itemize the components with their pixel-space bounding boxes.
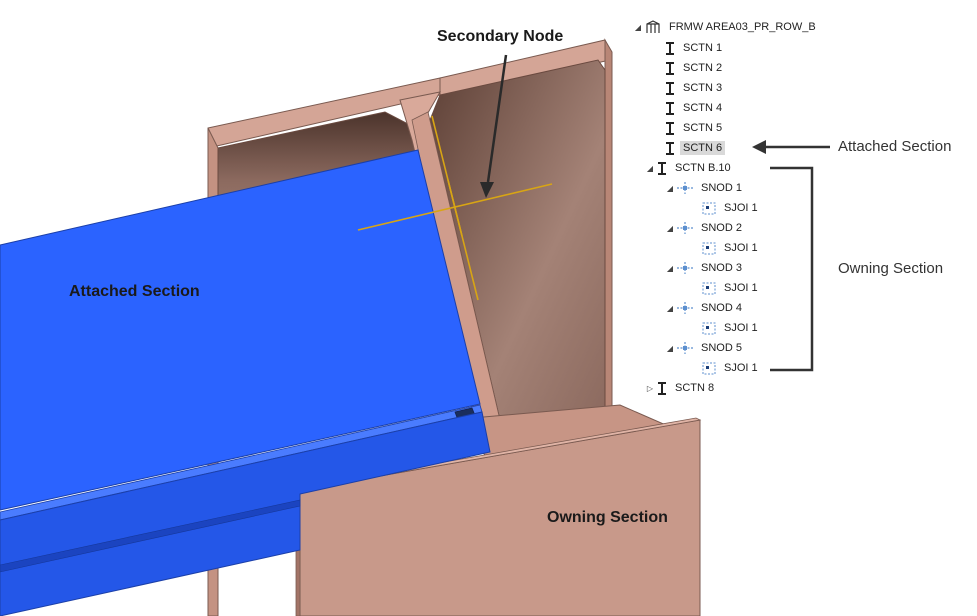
collapse-icon[interactable]: ◢ [666,343,674,353]
tree-root[interactable]: ◢ FRMW AREA03_PR_ROW_B [633,18,819,36]
sjoi-icon [702,282,716,295]
tree-item-owning-sctn-label: SCTN B.10 [675,162,731,174]
tree-item-snod[interactable]: ◢ SNOD 4 [665,299,745,317]
section-icon [665,101,675,115]
tree-item-snod-label: SNOD 2 [701,222,742,234]
tree-item-sctn[interactable]: SCTN 4 [653,99,725,117]
tree-item-sctn[interactable]: SCTN 5 [653,119,725,137]
collapse-icon[interactable]: ◢ [666,183,674,193]
tree-item-snod-label: SNOD 5 [701,342,742,354]
tree-item-sjoi[interactable]: SJOI 1 [690,279,761,297]
section-icon [665,41,675,55]
secondary-node-arrowhead [480,182,494,198]
collapse-icon[interactable]: ◢ [666,223,674,233]
collapse-icon[interactable]: ◢ [646,163,654,173]
attached-section-annotation: Attached Section [838,138,952,155]
section-icon [657,161,667,175]
tree-item-sjoi-label: SJOI 1 [724,322,758,334]
tree-item-snod[interactable]: ◢ SNOD 3 [665,259,745,277]
tree-item-snod-label: SNOD 3 [701,262,742,274]
tree-item-sctn-last[interactable]: ▷ SCTN 8 [645,379,717,397]
attached-annotation-arrowhead [752,140,766,154]
tree-item-sctn[interactable]: SCTN 1 [653,39,725,57]
tree-item-sctn-label: SCTN 5 [683,122,723,134]
sjoi-icon [702,362,716,375]
section-icon [665,141,675,155]
snod-icon [677,182,693,194]
tree-item-sjoi[interactable]: SJOI 1 [690,359,761,377]
attached-top-face [0,149,481,511]
section-icon [665,81,675,95]
tree-item-sjoi[interactable]: SJOI 1 [690,239,761,257]
section-icon [665,121,675,135]
tree-item-sjoi-label: SJOI 1 [724,202,758,214]
sjoi-icon [702,322,716,335]
tree-root-label: FRMW AREA03_PR_ROW_B [669,21,816,33]
tree-item-sjoi-label: SJOI 1 [724,242,758,254]
tree-item-sjoi[interactable]: SJOI 1 [690,319,761,337]
snod-icon [677,222,693,234]
tree-item-sctn-label: SCTN 4 [683,102,723,114]
secondary-node-label: Secondary Node [437,28,564,45]
snod-icon [677,342,693,354]
tree-item-sctn-label: SCTN 1 [683,42,723,54]
tree-item-sctn[interactable]: SCTN 2 [653,59,725,77]
tree-item-snod-label: SNOD 1 [701,182,742,194]
attached-section-label: Attached Section [69,283,200,300]
collapse-icon[interactable]: ◢ [666,263,674,273]
framework-icon [645,20,661,34]
tree-item-sctn-label: SCTN 3 [683,82,723,94]
tree-item-sjoi[interactable]: SJOI 1 [690,199,761,217]
owning-bracket [770,166,814,372]
section-icon [657,381,667,395]
tree-item-sctn[interactable]: SCTN 3 [653,79,725,97]
tree-item-snod[interactable]: ◢ SNOD 2 [665,219,745,237]
section-icon [665,61,675,75]
tree-item-sctn-last-label: SCTN 8 [675,382,715,394]
owning-section-annotation: Owning Section [838,260,944,277]
sjoi-icon [702,242,716,255]
tree-item-sjoi-label: SJOI 1 [724,282,758,294]
expand-icon[interactable]: ▷ [646,383,654,393]
tree-item-sctn[interactable]: SCTN 6 [653,139,726,157]
collapse-icon[interactable]: ◢ [666,303,674,313]
owning-section-label: Owning Section [547,509,668,526]
snod-icon [677,302,693,314]
tree-item-sjoi-label: SJOI 1 [724,362,758,374]
tree-item-snod-label: SNOD 4 [701,302,742,314]
collapse-icon[interactable]: ◢ [634,22,642,32]
tree-item-owning-sctn[interactable]: ◢ SCTN B.10 [645,159,734,177]
snod-icon [677,262,693,274]
node-line-short [447,179,463,237]
sjoi-icon [702,202,716,215]
tree-item-snod[interactable]: ◢ SNOD 5 [665,339,745,357]
tree-item-snod[interactable]: ◢ SNOD 1 [665,179,745,197]
secondary-node-arrow-shaft [486,54,508,183]
tree-item-sctn-label: SCTN 6 [680,141,726,155]
tree-item-sctn-label: SCTN 2 [683,62,723,74]
attached-lower-flange-edge [0,499,301,573]
